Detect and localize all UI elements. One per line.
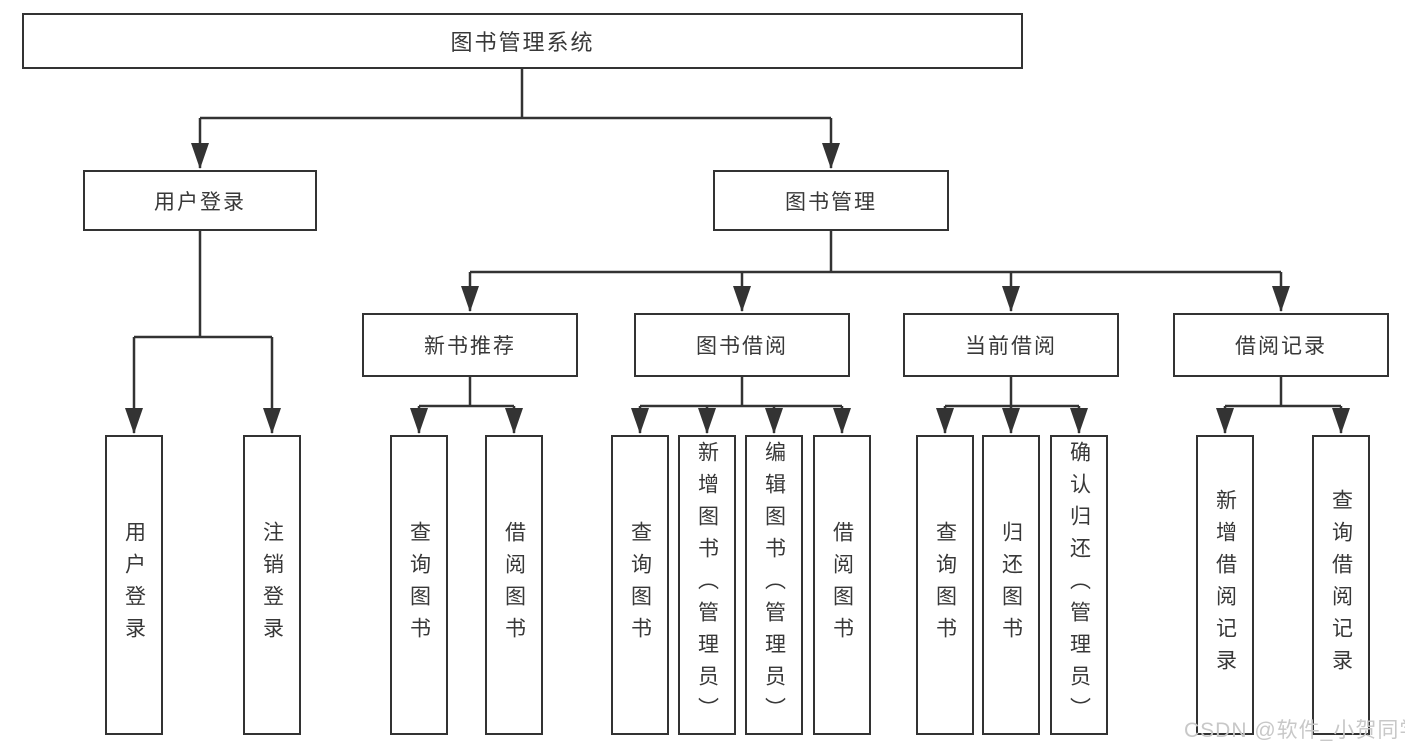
leaf-query-books-1-label: 查询图书	[407, 521, 431, 649]
leaf-add-book-admin: 新增图书（管理员）	[678, 435, 736, 735]
node-book-borrow: 图书借阅	[634, 313, 850, 377]
connector-skeleton	[134, 69, 1341, 408]
node-user-login: 用户登录	[83, 170, 317, 231]
leaf-logout-label: 注销登录	[260, 521, 284, 649]
node-new-book-recommend-label: 新书推荐	[424, 335, 516, 358]
leaf-add-borrow-record: 新增借阅记录	[1196, 435, 1254, 735]
node-library-system-label: 图书管理系统	[450, 30, 595, 55]
leaf-query-books-2-label: 查询图书	[628, 521, 652, 649]
leaf-logout: 注销登录	[243, 435, 301, 735]
leaf-borrow-books-1: 借阅图书	[485, 435, 543, 735]
node-user-login-label: 用户登录	[154, 190, 246, 214]
node-current-borrow: 当前借阅	[903, 313, 1119, 377]
leaf-borrow-books-1-label: 借阅图书	[502, 521, 526, 649]
leaf-query-books-2: 查询图书	[611, 435, 669, 735]
leaf-add-book-admin-label: 新增图书（管理员）	[695, 441, 719, 729]
leaf-return-book: 归还图书	[982, 435, 1040, 735]
leaf-user-login: 用户登录	[105, 435, 163, 735]
node-library-system: 图书管理系统	[22, 13, 1023, 69]
node-book-management-label: 图书管理	[785, 190, 877, 214]
leaf-confirm-return-admin-label: 确认归还（管理员）	[1067, 441, 1091, 729]
leaf-query-books-3-label: 查询图书	[933, 521, 957, 649]
leaf-return-book-label: 归还图书	[999, 521, 1023, 649]
leaf-borrow-books-2-label: 借阅图书	[830, 521, 854, 649]
leaf-query-books-1: 查询图书	[390, 435, 448, 735]
node-book-borrow-label: 图书借阅	[696, 335, 788, 358]
leaf-confirm-return-admin: 确认归还（管理员）	[1050, 435, 1108, 735]
node-book-management: 图书管理	[713, 170, 949, 231]
node-current-borrow-label: 当前借阅	[965, 335, 1057, 358]
leaf-edit-book-admin-label: 编辑图书（管理员）	[762, 441, 786, 729]
leaf-query-borrow-record: 查询借阅记录	[1312, 435, 1370, 735]
leaf-query-borrow-record-label: 查询借阅记录	[1329, 489, 1353, 681]
leaf-add-borrow-record-label: 新增借阅记录	[1213, 489, 1237, 681]
leaf-query-books-3: 查询图书	[916, 435, 974, 735]
node-borrow-records: 借阅记录	[1173, 313, 1389, 377]
csdn-watermark: CSDN @软件_小贺同学	[1184, 719, 1405, 742]
leaf-edit-book-admin: 编辑图书（管理员）	[745, 435, 803, 735]
node-new-book-recommend: 新书推荐	[362, 313, 578, 377]
node-borrow-records-label: 借阅记录	[1235, 335, 1327, 358]
leaf-user-login-label: 用户登录	[122, 521, 146, 649]
leaf-borrow-books-2: 借阅图书	[813, 435, 871, 735]
